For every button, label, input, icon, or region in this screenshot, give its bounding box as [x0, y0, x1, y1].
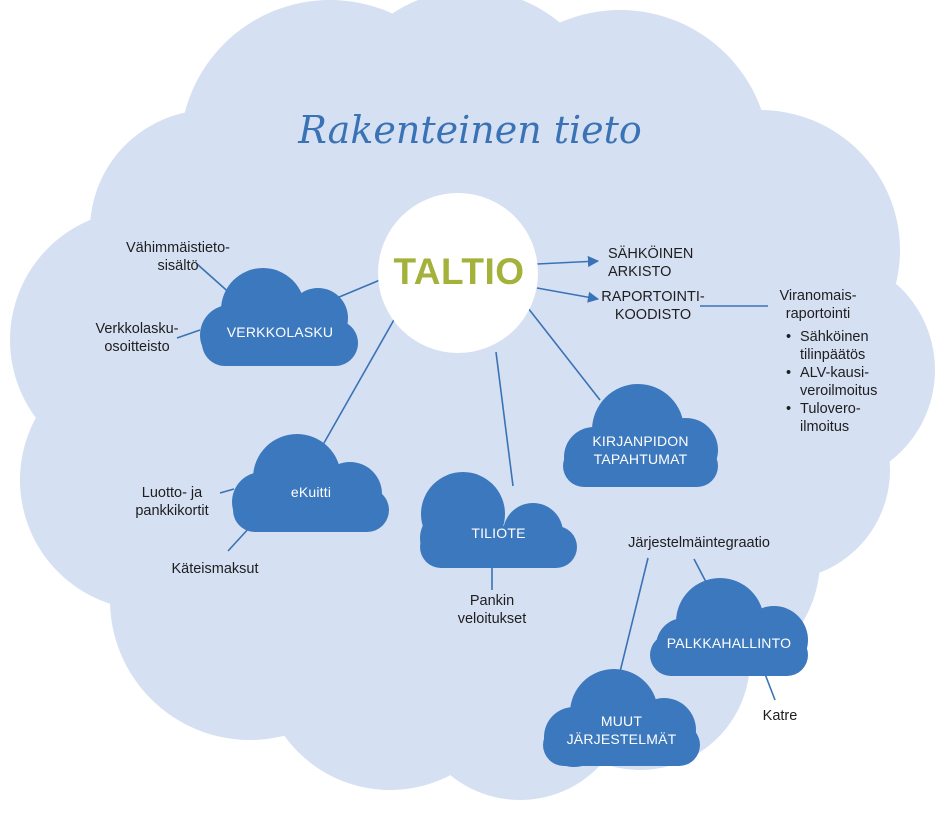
cloud-kirjanpito-line1: KIRJANPIDON [592, 433, 689, 449]
label-kateismaksut: Käteismaksut [171, 561, 259, 577]
label-jarjestelmaintegraatio: Järjestelmäintegraatio [628, 535, 770, 551]
label-verkkolaskuosoite-line1: Verkkolasku- [95, 321, 179, 337]
cloud-ekuitti-label: eKuitti [290, 484, 332, 500]
cloud-verkkolasku-shape [200, 268, 358, 366]
label-raportointi-line1: RAPORTOINTI- [601, 289, 705, 305]
viranomais-item-line1: ALV-kausi- [800, 365, 870, 381]
connector-lines [176, 255, 776, 701]
cloud-muut-line1: MUUT [600, 713, 643, 729]
label-katre: Katre [762, 708, 798, 724]
diagram-title: Rakenteinen tieto [298, 108, 642, 152]
taltio-circle [378, 193, 538, 353]
label-sahkoinen-arkisto: SÄHKÖINEN ARKISTO [608, 245, 693, 281]
viranomais-item-line1: Sähköinen [800, 329, 869, 345]
viranomais-list: Sähköinen tilinpäätös ALV-kausi- veroilm… [786, 328, 877, 436]
label-viranomais-line1: Viranomais- [779, 288, 857, 304]
viranomais-item-line2: tilinpäätös [800, 347, 866, 363]
taltio-label: TALTIO [393, 251, 525, 292]
label-raportointikoodisto: RAPORTOINTI- KOODISTO [598, 288, 708, 324]
label-luotto-pankkikortit: Luotto- ja pankkikortit [122, 484, 222, 520]
cloud-tiliote-shape [420, 472, 577, 568]
cloud-kirjanpito-label: KIRJANPIDON TAPAHTUMAT [563, 432, 718, 468]
label-sahkoinen-line2: ARKISTO [608, 264, 672, 280]
viranomais-item: Tulovero- ilmoitus [786, 400, 877, 436]
viranomais-item: ALV-kausi- veroilmoitus [786, 364, 877, 400]
label-pankin-line2: veloitukset [457, 611, 527, 627]
cloud-kirjanpito-line2: TAPAHTUMAT [593, 451, 688, 467]
cloud-palkkahallinto-label: PALKKAHALLINTO [666, 635, 792, 651]
viranomais-item-line2: veroilmoitus [800, 383, 878, 399]
cloud-verkkolasku-label: VERKKOLASKU [226, 324, 334, 340]
cloud-muut-shape [543, 669, 700, 767]
viranomais-item-line1: Tulovero- [800, 401, 861, 417]
cloud-kirjanpito-shape [563, 384, 718, 487]
label-sahkoinen-line1: SÄHKÖINEN [608, 246, 694, 262]
label-verkkolaskuosoitteisto: Verkkolasku- osoitteisto [82, 320, 192, 356]
label-luotto-line2: pankkikortit [135, 503, 209, 519]
cloud-palkkahallinto-shape [650, 578, 808, 676]
cloud-muut-line2: JÄRJESTELMÄT [566, 731, 677, 747]
label-raportointi-line2: KOODISTO [614, 307, 692, 323]
label-pankin-line1: Pankin [469, 593, 515, 609]
label-vahimmais-line2: sisältö [157, 258, 199, 274]
cloud-muut-label: MUUT JÄRJESTELMÄT [543, 712, 700, 748]
label-vahimmaistietosisalto: Vähimmäistieto- sisältö [108, 239, 248, 275]
background-cloud [10, 0, 935, 800]
label-vahimmais-line1: Vähimmäistieto- [126, 240, 230, 256]
viranomais-item: Sähköinen tilinpäätös [786, 328, 877, 364]
label-verkkolaskuosoite-line2: osoitteisto [104, 339, 170, 355]
label-viranomaisraportointi: Viranomais- raportointi [768, 287, 868, 323]
label-luotto-line1: Luotto- ja [141, 485, 203, 501]
viranomais-item-line2: ilmoitus [800, 419, 850, 435]
cloud-tiliote-label: TILIOTE [471, 525, 526, 541]
label-pankin-veloitukset: Pankin veloitukset [447, 592, 537, 628]
label-viranomais-line2: raportointi [785, 306, 851, 322]
cloud-ekuitti-shape [232, 434, 389, 532]
